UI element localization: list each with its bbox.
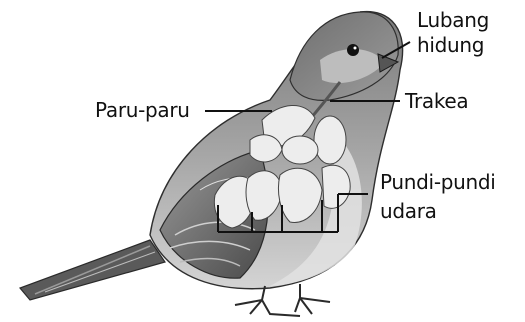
label-nostril-line1: Lubang	[417, 8, 489, 32]
label-air-sacs-line1: Pundi-pundi	[380, 170, 496, 194]
bird-eye	[347, 44, 359, 56]
air-sac-front	[314, 116, 346, 164]
bird-tail	[20, 240, 165, 300]
label-air-sacs-line2: udara	[380, 199, 437, 223]
label-trachea: Trakea	[405, 89, 468, 113]
label-nostril-line2: hidung	[417, 33, 484, 57]
label-lungs: Paru-paru	[95, 98, 190, 122]
